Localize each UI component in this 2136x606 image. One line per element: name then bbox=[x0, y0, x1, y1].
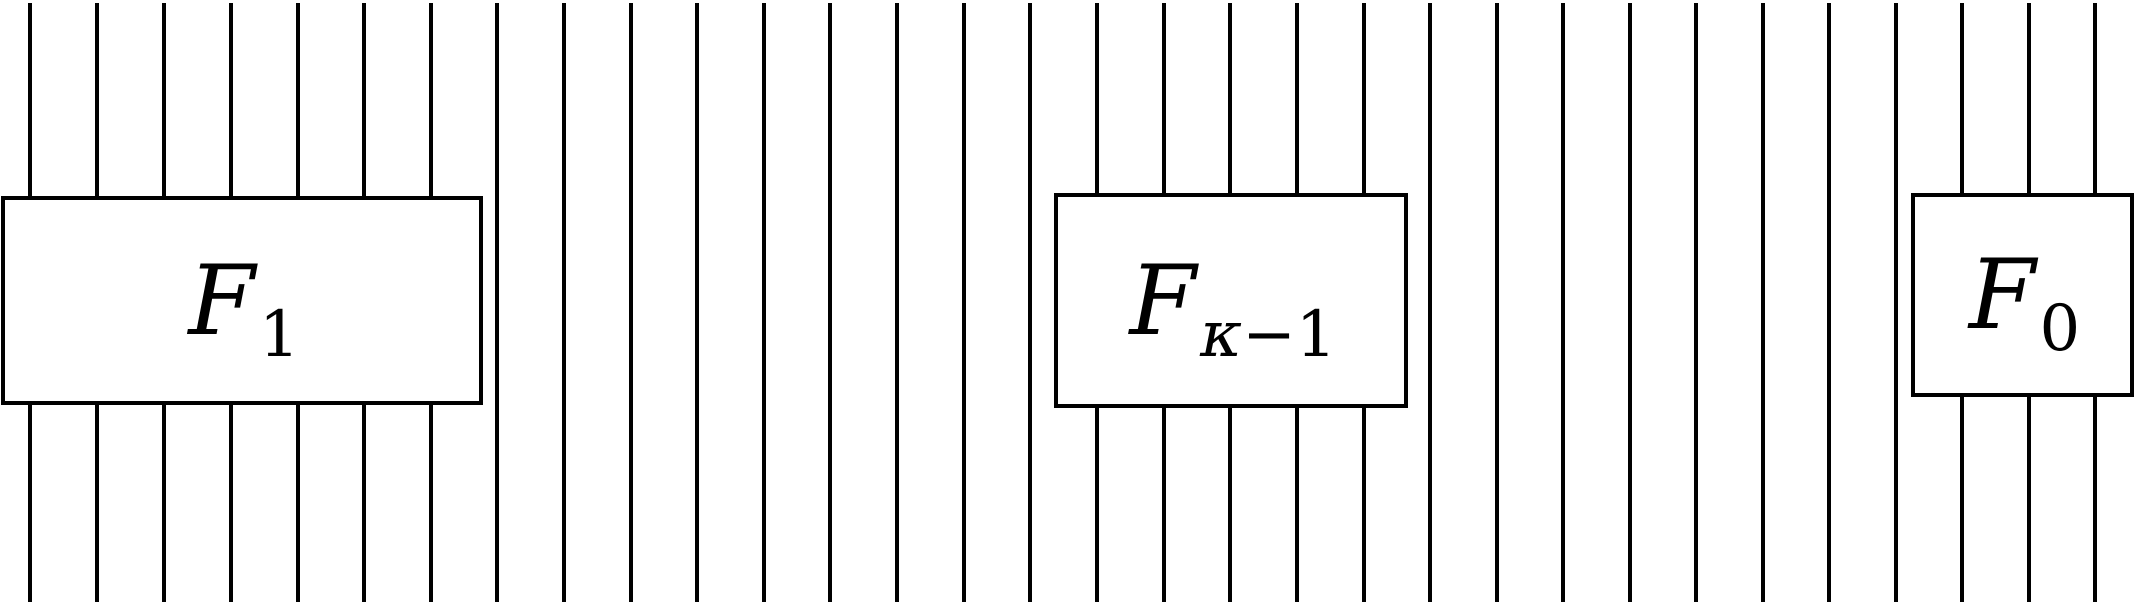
box-f1-label: F1 bbox=[188, 253, 299, 367]
box-f0-subscript: 0 bbox=[2039, 292, 2081, 366]
box-f1 bbox=[1, 196, 483, 405]
box-fkappa bbox=[1054, 193, 1408, 408]
wires-group bbox=[28, 3, 2097, 602]
box-fkappa-main-letter: F bbox=[1129, 244, 1197, 357]
box-f0-label: F0 bbox=[1969, 247, 2080, 361]
box-f1-main-letter: F bbox=[188, 244, 255, 357]
boxes-group bbox=[1, 193, 2134, 408]
box-f0 bbox=[1911, 193, 2134, 397]
box-f0-main-letter: F bbox=[1968, 239, 2036, 351]
box-fkappa-subscript-kappa: κ bbox=[1200, 297, 1243, 372]
box-f1-subscript: 1 bbox=[258, 297, 300, 372]
box-fkappa-subscript-minus-one: −1 bbox=[1242, 297, 1337, 372]
box-fkappa-label: Fκ−1 bbox=[1130, 253, 1337, 367]
